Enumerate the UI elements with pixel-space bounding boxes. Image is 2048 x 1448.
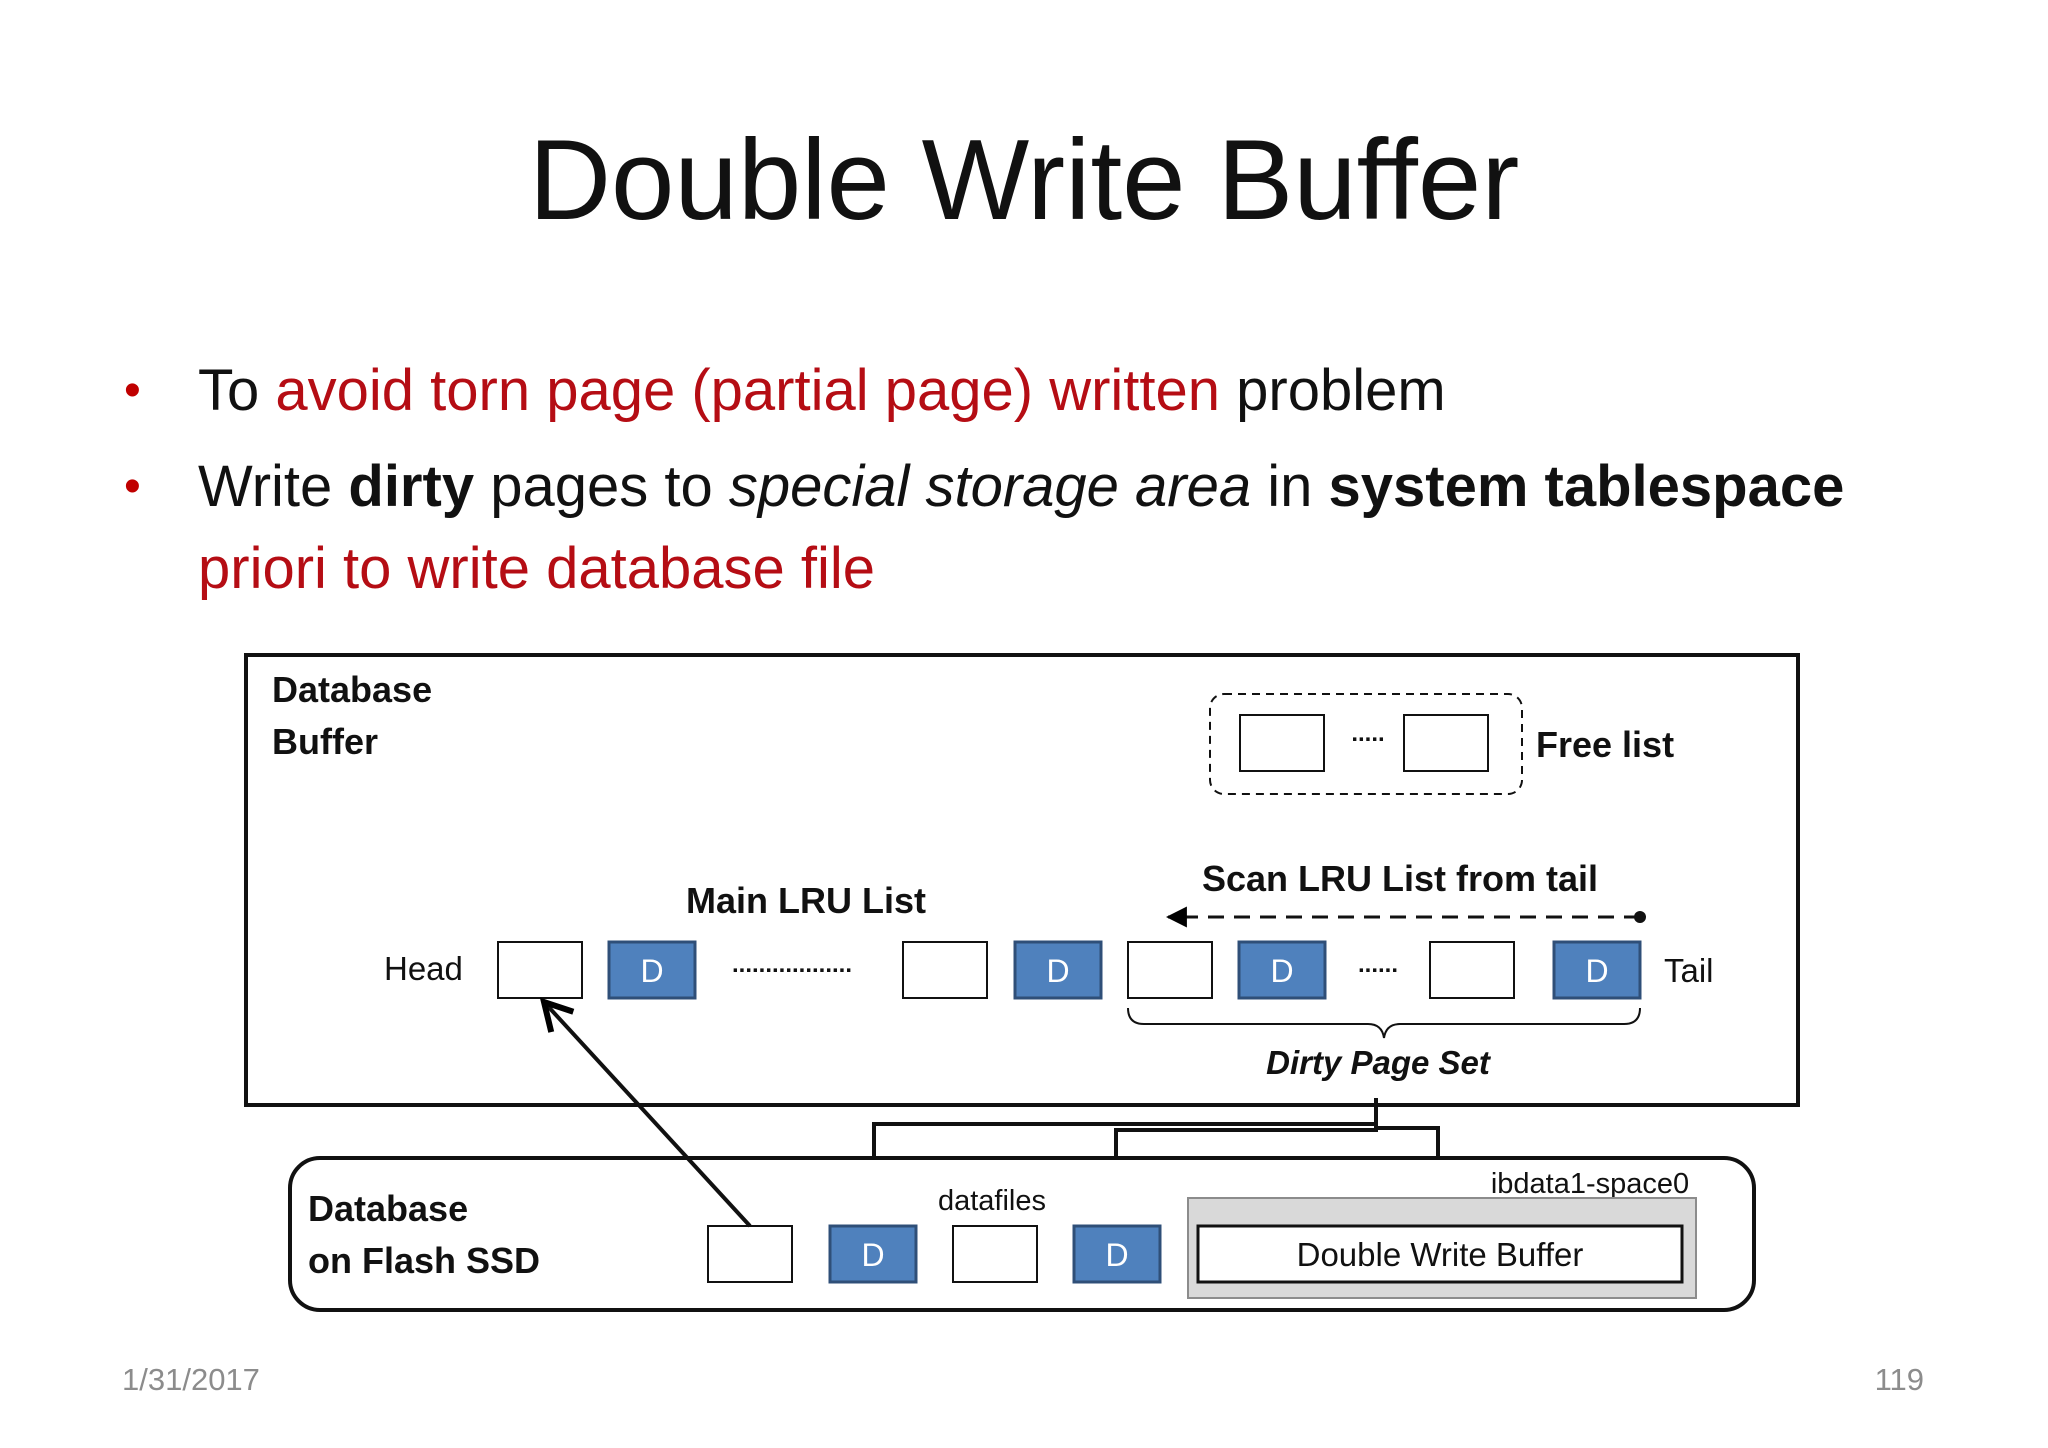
scan-start-dot-icon <box>1634 911 1646 923</box>
dirty-page-set-brace <box>1127 1007 1641 1039</box>
lru-page <box>1429 941 1515 999</box>
flash-ssd-label: Database <box>308 1188 468 1229</box>
bullet-segment: To <box>198 358 276 423</box>
bullet-segment: priori to write database file <box>198 536 875 601</box>
dirty-page-mark: D <box>640 953 663 989</box>
lru-page <box>902 941 988 999</box>
bullet-segment: Write <box>198 454 349 519</box>
free-list-ellipsis: ..... <box>1351 720 1384 747</box>
lru-page <box>1127 941 1213 999</box>
bullet-segment: dirty <box>348 454 475 519</box>
bullet-dot-icon: • <box>124 364 141 417</box>
main-lru-label: Main LRU List <box>686 880 926 921</box>
free-page <box>1239 714 1325 772</box>
datafiles-label: datafiles <box>938 1185 1046 1217</box>
bullet-segment: system tablespace <box>1328 454 1845 519</box>
slide-title: Double Write Buffer <box>528 117 1520 244</box>
dirty-page <box>607 940 697 1000</box>
free-page <box>1403 714 1489 772</box>
bullet-list: • To avoid torn page (partial page) writ… <box>120 350 1980 610</box>
dirty-page-set-label: Dirty Page Set <box>1266 1044 1492 1081</box>
lru-ellipsis: ...... <box>1358 951 1398 978</box>
database-buffer-label: Database <box>272 669 432 710</box>
dirty-page <box>1552 940 1642 1000</box>
ibdata-label: ibdata1-space0 <box>1491 1168 1689 1200</box>
datafile-page <box>952 1225 1038 1283</box>
dirty-page <box>1013 940 1103 1000</box>
bullet-item: • Write dirty pages to special storage a… <box>120 446 1980 610</box>
dirty-page <box>1237 940 1327 1000</box>
free-list-label: Free list <box>1536 724 1674 765</box>
database-buffer-box <box>244 653 1800 1107</box>
dirty-page-mark: D <box>1585 953 1608 989</box>
lru-page <box>497 941 583 999</box>
dirty-page-mark: D <box>861 1237 884 1273</box>
lru-ellipsis: .................. <box>732 951 852 978</box>
bullet-segment: problem <box>1220 358 1446 423</box>
datafile-page <box>707 1225 793 1283</box>
bullet-item: • To avoid torn page (partial page) writ… <box>120 350 1980 432</box>
double-write-buffer-label: Double Write Buffer <box>1297 1236 1584 1273</box>
footer-page-number: 119 <box>1874 1362 1924 1397</box>
bullet-segment: pages to <box>474 454 729 519</box>
tail-label: Tail <box>1664 952 1714 989</box>
flash-ssd-label: on Flash SSD <box>308 1240 540 1281</box>
head-label: Head <box>384 950 463 987</box>
bullet-segment: in <box>1251 454 1329 519</box>
read-arrow <box>544 1002 752 1228</box>
double-write-buffer-box <box>1196 1224 1684 1284</box>
dirty-page-mark: D <box>1270 953 1293 989</box>
bullet-segment: avoid torn page (partial page) written <box>275 358 1221 423</box>
free-list-group <box>1209 693 1523 795</box>
scan-lru-label: Scan LRU List from tail <box>1202 858 1598 899</box>
dirty-page-mark: D <box>1105 1237 1128 1273</box>
datafile-dirty-page <box>1072 1224 1162 1284</box>
bullet-segment: special storage area <box>728 454 1252 519</box>
footer-date: 1/31/2017 <box>122 1362 260 1397</box>
datafile-dirty-page <box>828 1224 918 1284</box>
database-buffer-label: Buffer <box>272 721 378 762</box>
dirty-page-mark: D <box>1046 953 1069 989</box>
bullet-dot-icon: • <box>124 460 141 513</box>
